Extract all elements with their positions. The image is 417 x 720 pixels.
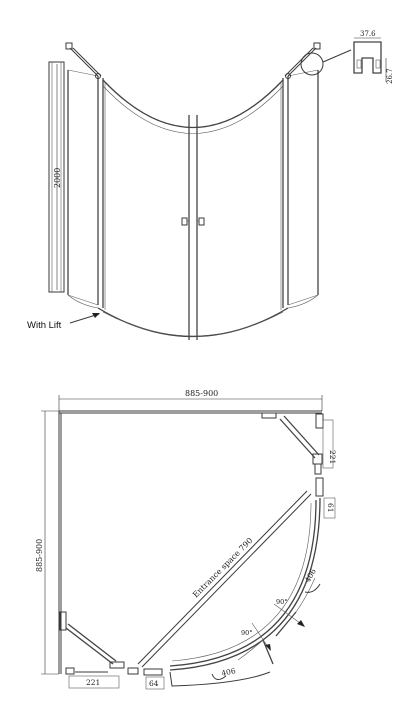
side-panel-bottom-label: 221: [86, 678, 100, 687]
left-door-swing: 90° 406: [211, 622, 274, 680]
lift-label: With Lift: [27, 320, 62, 331]
angle-right-label: 90°: [276, 598, 288, 606]
right-side-panel: 221 61: [261, 412, 337, 519]
entrance-diagonal: [137, 490, 308, 665]
plan-view: 885-900 885-900 221 61: [35, 389, 337, 690]
right-door-swing: 90° 406: [273, 567, 321, 637]
width-dimension: 885-900: [58, 389, 323, 411]
width-label: 885-900: [185, 389, 218, 398]
left-side-panel: 221 64: [59, 611, 165, 690]
height-label: 2000: [53, 168, 62, 188]
door-handles: [181, 217, 205, 226]
profile-depth-label: 26.7: [386, 68, 394, 84]
side-panel-top-label: 221: [328, 450, 337, 464]
height-dimension: 2000: [53, 64, 62, 290]
bottom-curved-tray: [97, 307, 289, 338]
lift-callout: With Lift: [27, 313, 100, 331]
left-wall-strip: [48, 61, 65, 293]
angle-left-label: 90°: [241, 629, 253, 637]
ceiling-brackets: [65, 42, 321, 79]
detail-circle: [300, 52, 324, 76]
front-view: 2000 With Lift 37.6 26.7: [27, 30, 394, 340]
entrance-label: Entrance space 790: [191, 536, 254, 599]
door-width-bottom-label: 406: [221, 666, 237, 678]
tray-arc-outer: [169, 497, 321, 671]
depth-label: 885-900: [35, 539, 44, 572]
top-curved-rail: [102, 79, 284, 129]
profile-width-label: 37.6: [360, 30, 376, 38]
profile-detail: 37.6 26.7: [300, 30, 394, 84]
depth-dimension: 885-900: [35, 410, 59, 675]
door-width-right-label: 406: [303, 567, 318, 584]
gap-bottom-label: 64: [149, 679, 159, 688]
gap-right-label: 61: [326, 503, 335, 513]
